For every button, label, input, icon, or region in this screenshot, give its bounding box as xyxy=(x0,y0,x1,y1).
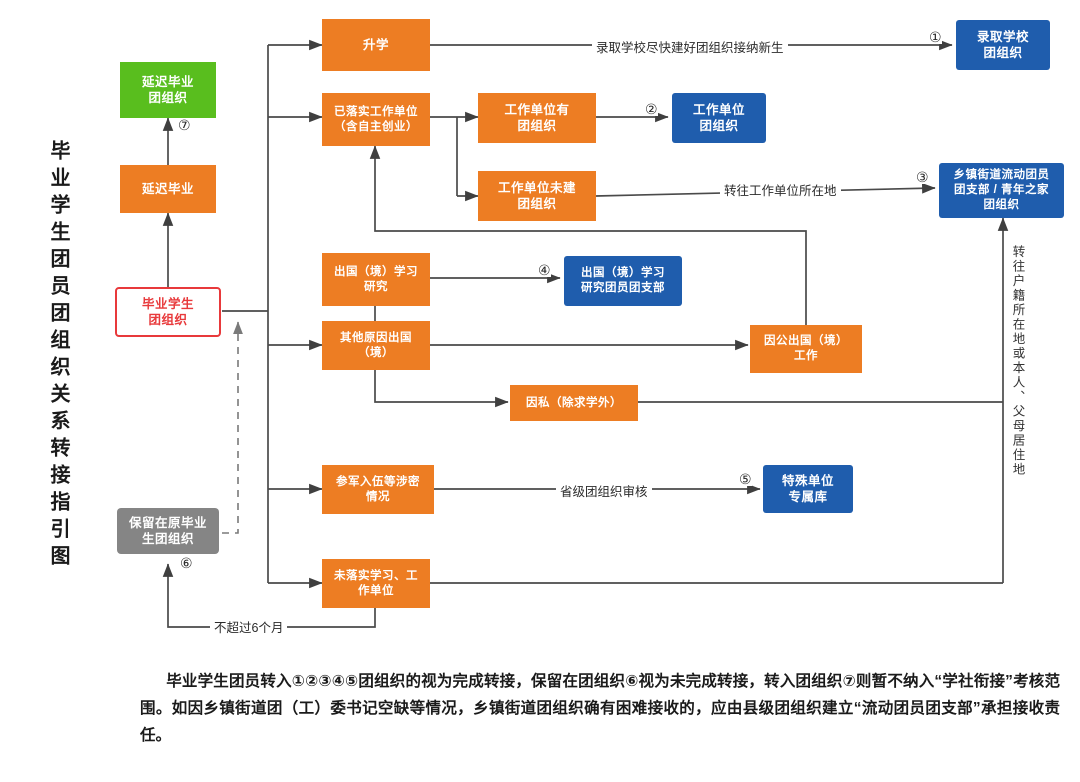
footnote-text: 毕业学生团员转入①②③④⑤团组织的视为完成转接，保留在团组织⑥视为未完成转接，转… xyxy=(140,668,1060,749)
node-graduate-student-org[interactable]: 毕业学生 团组织 xyxy=(115,287,221,337)
node-label: 工作单位未建 团组织 xyxy=(497,181,576,211)
page-title: 毕业学生团员团组织关系转接指引图 xyxy=(47,140,69,572)
marker-one: ① xyxy=(929,29,942,45)
node-label: 保留在原毕业 生团组织 xyxy=(128,516,207,546)
node-label: 其他原因出国 （境） xyxy=(340,331,412,359)
node-abroad-other-reason[interactable]: 其他原因出国 （境） xyxy=(322,321,430,370)
node-delayed-graduation-org[interactable]: 延迟毕业 团组织 xyxy=(120,62,216,118)
marker-five: ⑤ xyxy=(739,471,752,487)
node-label: 延迟毕业 xyxy=(141,182,194,196)
node-label: 工作单位 团组织 xyxy=(692,103,745,133)
node-label: 未落实学习、工 作单位 xyxy=(334,569,418,597)
node-further-study[interactable]: 升学 xyxy=(322,19,430,71)
node-label: 出国（境）学习 研究 xyxy=(334,265,418,293)
node-label: 参军入伍等涉密 情况 xyxy=(336,475,420,503)
node-abroad-study-research[interactable]: 出国（境）学习 研究 xyxy=(322,253,430,306)
node-unit-has-youth-org[interactable]: 工作单位有 团组织 xyxy=(478,93,596,143)
node-label: 乡镇街道流动团员 团支部 / 青年之家 团组织 xyxy=(953,169,1050,211)
node-keep-original-org[interactable]: 保留在原毕业 生团组织 xyxy=(117,508,219,554)
node-abroad-private[interactable]: 因私（除求学外） xyxy=(510,385,638,421)
marker-four: ④ xyxy=(538,262,551,278)
node-special-unit-database[interactable]: 特殊单位 专属库 xyxy=(763,465,853,513)
node-no-placement[interactable]: 未落实学习、工 作单位 xyxy=(322,559,430,608)
node-employed-unit[interactable]: 已落实工作单位 （含自主创业） xyxy=(322,93,430,146)
node-label: 延迟毕业 团组织 xyxy=(141,75,194,105)
node-label: 录取学校 团组织 xyxy=(976,30,1029,60)
node-label: 升学 xyxy=(362,38,389,52)
node-label: 已落实工作单位 （含自主创业） xyxy=(334,105,418,133)
node-unit-no-youth-org[interactable]: 工作单位未建 团组织 xyxy=(478,171,596,221)
node-military-service[interactable]: 参军入伍等涉密 情况 xyxy=(322,465,434,514)
node-label: 因公出国（境） 工作 xyxy=(764,335,848,362)
node-label: 毕业学生 团组织 xyxy=(141,297,194,327)
footnote-body: 毕业学生团员转入①②③④⑤团组织的视为完成转接，保留在团组织⑥视为未完成转接，转… xyxy=(140,673,1060,745)
edge-label-transfer-workplace: 转往工作单位所在地 xyxy=(720,180,841,199)
edge-label-admit-school: 录取学校尽快建好团组织接纳新生 xyxy=(592,37,788,56)
node-label: 出国（境）学习 研究团员团支部 xyxy=(581,267,665,294)
node-label: 因私（除求学外） xyxy=(526,396,622,409)
node-abroad-study-branch[interactable]: 出国（境）学习 研究团员团支部 xyxy=(564,256,682,306)
marker-seven: ⑦ xyxy=(178,117,191,133)
edge-label-transfer-household: 转往户籍所在地或本人、父母居住地 xyxy=(1010,245,1025,477)
node-admitting-school-org[interactable]: 录取学校 团组织 xyxy=(956,20,1050,70)
node-delayed-graduation[interactable]: 延迟毕业 xyxy=(120,165,216,213)
marker-three: ③ xyxy=(916,169,929,185)
node-label: 工作单位有 团组织 xyxy=(504,103,570,133)
marker-six: ⑥ xyxy=(180,555,193,571)
marker-two: ② xyxy=(645,101,658,117)
node-label: 特殊单位 专属库 xyxy=(781,474,834,504)
edge-label-provincial-review: 省级团组织审核 xyxy=(556,481,652,500)
edge-label-within-six-months: 不超过6个月 xyxy=(210,617,288,636)
node-work-unit-org[interactable]: 工作单位 团组织 xyxy=(672,93,766,143)
node-township-street-org[interactable]: 乡镇街道流动团员 团支部 / 青年之家 团组织 xyxy=(939,163,1064,218)
node-abroad-public-work[interactable]: 因公出国（境） 工作 xyxy=(750,325,862,373)
